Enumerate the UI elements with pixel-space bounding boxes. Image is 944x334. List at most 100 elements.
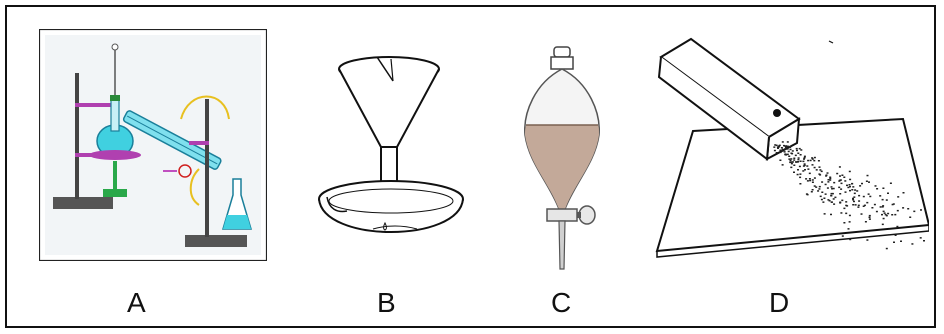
- panel-label-a: A: [127, 287, 146, 319]
- powder-particle: [779, 160, 781, 162]
- powder-particle: [796, 148, 798, 150]
- powder-particle: [869, 215, 871, 217]
- powder-particle: [864, 205, 866, 207]
- powder-particle: [785, 146, 787, 148]
- powder-particle: [848, 228, 850, 230]
- powder-particle: [843, 208, 845, 210]
- powder-particle: [842, 235, 844, 237]
- powder-particle: [838, 180, 840, 182]
- powder-particle: [840, 188, 842, 190]
- powder-particle: [869, 196, 871, 198]
- powder-particle: [841, 183, 843, 185]
- powder-particle: [814, 177, 816, 179]
- powder-particle: [849, 171, 851, 173]
- powder-particle: [814, 157, 816, 159]
- powder-particle: [812, 189, 814, 191]
- powder-particle: [787, 141, 789, 143]
- powder-particle: [803, 158, 805, 160]
- powder-particle: [797, 159, 799, 161]
- powder-particle: [883, 211, 885, 213]
- powder-particle: [913, 211, 915, 213]
- powder-particle: [799, 173, 801, 175]
- powder-particle: [823, 198, 825, 200]
- powder-particle: [777, 148, 779, 150]
- powder-particle: [822, 201, 824, 203]
- powder-particle: [849, 215, 851, 217]
- panel-d: [649, 35, 929, 259]
- powder-particle: [774, 150, 776, 152]
- powder-particle: [788, 158, 790, 160]
- powder-particle: [798, 157, 800, 159]
- powder-particle: [853, 196, 855, 198]
- powder-particle: [858, 195, 860, 197]
- evaporation-powder-on-sheet-icon: [649, 35, 929, 259]
- powder-particle: [858, 200, 860, 202]
- powder-particle: [807, 168, 809, 170]
- powder-particle: [831, 186, 833, 188]
- powder-particle: [869, 217, 871, 219]
- powder-particle: [773, 146, 775, 148]
- powder-particle: [891, 214, 893, 216]
- powder-particle: [855, 204, 857, 206]
- powder-particle: [887, 213, 889, 215]
- powder-particle: [780, 152, 782, 154]
- powder-particle: [791, 163, 793, 165]
- powder-particle: [779, 150, 781, 152]
- powder-particle: [859, 185, 861, 187]
- powder-particle: [813, 160, 815, 162]
- powder-particle: [830, 214, 832, 216]
- powder-particle: [804, 163, 806, 165]
- powder-particle: [874, 204, 876, 206]
- powder-particle: [788, 156, 790, 158]
- powder-particle: [883, 218, 885, 220]
- powder-particle: [897, 196, 899, 198]
- powder-particle: [806, 193, 808, 195]
- powder-particle: [882, 224, 884, 226]
- powder-particle: [825, 193, 827, 195]
- powder-particle: [907, 208, 909, 210]
- powder-particle: [882, 206, 884, 208]
- powder-particle: [885, 214, 887, 216]
- powder-particle: [861, 183, 863, 185]
- powder-particle: [876, 211, 878, 213]
- powder-particle: [792, 161, 794, 163]
- powder-particle: [812, 182, 814, 184]
- powder-particle: [803, 165, 805, 167]
- powder-particle: [779, 145, 781, 147]
- powder-particle: [833, 198, 835, 200]
- powder-particle: [827, 199, 829, 201]
- powder-particle: [903, 192, 905, 194]
- powder-particle: [858, 205, 860, 207]
- powder-particle: [818, 160, 820, 162]
- powder-particle: [799, 177, 801, 179]
- powder-particle: [911, 243, 913, 245]
- powder-particle: [806, 165, 808, 167]
- powder-particle: [852, 186, 854, 188]
- powder-particle: [800, 149, 802, 151]
- powder-particle: [797, 174, 799, 176]
- panel-label-b: B: [377, 287, 396, 319]
- powder-particle: [827, 172, 829, 174]
- powder-particle: [796, 150, 798, 152]
- powder-particle: [776, 152, 778, 154]
- powder-particle: [845, 191, 847, 193]
- powder-particle: [793, 158, 795, 160]
- powder-particle: [851, 189, 853, 191]
- powder-particle: [793, 172, 795, 174]
- panel-label-d: D: [769, 287, 789, 319]
- powder-particle: [818, 188, 820, 190]
- powder-particle: [892, 204, 894, 206]
- powder-particle: [802, 161, 804, 163]
- powder-particle: [886, 199, 888, 201]
- powder-particle: [789, 162, 791, 164]
- powder-particle: [866, 239, 868, 241]
- powder-particle: [821, 199, 823, 201]
- powder-particle: [909, 217, 911, 219]
- powder-particle: [790, 167, 792, 169]
- powder-particle: [809, 178, 811, 180]
- powder-particle: [857, 206, 859, 208]
- powder-particle: [866, 202, 868, 204]
- powder-particle: [843, 177, 845, 179]
- powder-particle: [849, 179, 851, 181]
- powder-particle: [818, 173, 820, 175]
